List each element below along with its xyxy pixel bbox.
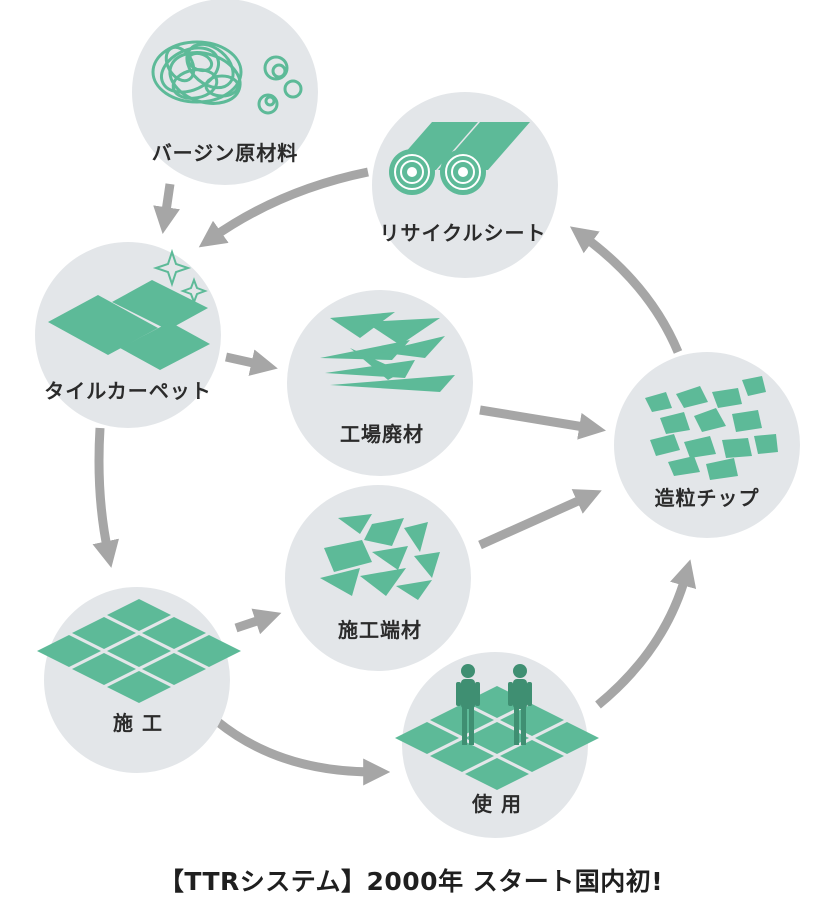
virgin-label: バージン原材料 <box>152 141 299 165</box>
offcut-pieces-icon <box>320 514 440 600</box>
install-offcuts-label: 施工端材 <box>338 618 422 642</box>
node-install-offcuts: 施工端材 <box>285 485 471 671</box>
granule-chips-icon <box>645 376 778 480</box>
node-tile-carpet: タイルカーペット <box>35 242 221 428</box>
node-virgin-material: バージン原材料 <box>132 0 318 185</box>
factory-waste-label: 工場廃材 <box>340 422 424 446</box>
tile-grid-icon <box>37 599 241 703</box>
recycle-sheet-label: リサイクルシート <box>380 221 547 245</box>
arrow-install-to-offcuts <box>234 608 282 635</box>
arrow-factory-to-chips <box>479 405 606 440</box>
granule-chips-label: 造粒チップ <box>655 486 760 510</box>
node-recycle-sheet: リサイクルシート <box>372 92 558 278</box>
node-installation: 施 工 <box>37 587 241 773</box>
carpet-tiles-icon <box>48 280 210 370</box>
installation-label: 施 工 <box>113 711 163 735</box>
arrow-recycle-to-tile <box>198 167 369 248</box>
arrow-offcuts-to-chips <box>478 489 602 550</box>
person-icon <box>508 664 532 745</box>
arrow-tile-to-factory <box>225 349 278 376</box>
caption: 【TTRシステム】2000年 スタート国内初! <box>158 867 664 896</box>
arrow-virgin-to-tile <box>153 183 180 235</box>
node-granule-chips: 造粒チップ <box>614 352 800 538</box>
node-factory-waste: 工場廃材 <box>287 290 473 476</box>
rolled-sheets-icon <box>389 122 530 195</box>
tangled-fiber-icon <box>151 40 303 115</box>
arrow-chips-to-recycle <box>569 226 683 354</box>
arrow-usage-to-chips <box>595 559 697 709</box>
arrow-tile-to-install <box>92 427 119 568</box>
usage-label: 使 用 <box>471 792 522 816</box>
node-usage: 使 用 <box>395 652 599 838</box>
person-icon <box>456 664 480 745</box>
sparkle-icon <box>152 248 208 305</box>
tile-carpet-label: タイルカーペット <box>44 379 211 403</box>
scrap-strips-icon <box>320 312 455 392</box>
arrow-install-to-usage <box>215 718 391 786</box>
